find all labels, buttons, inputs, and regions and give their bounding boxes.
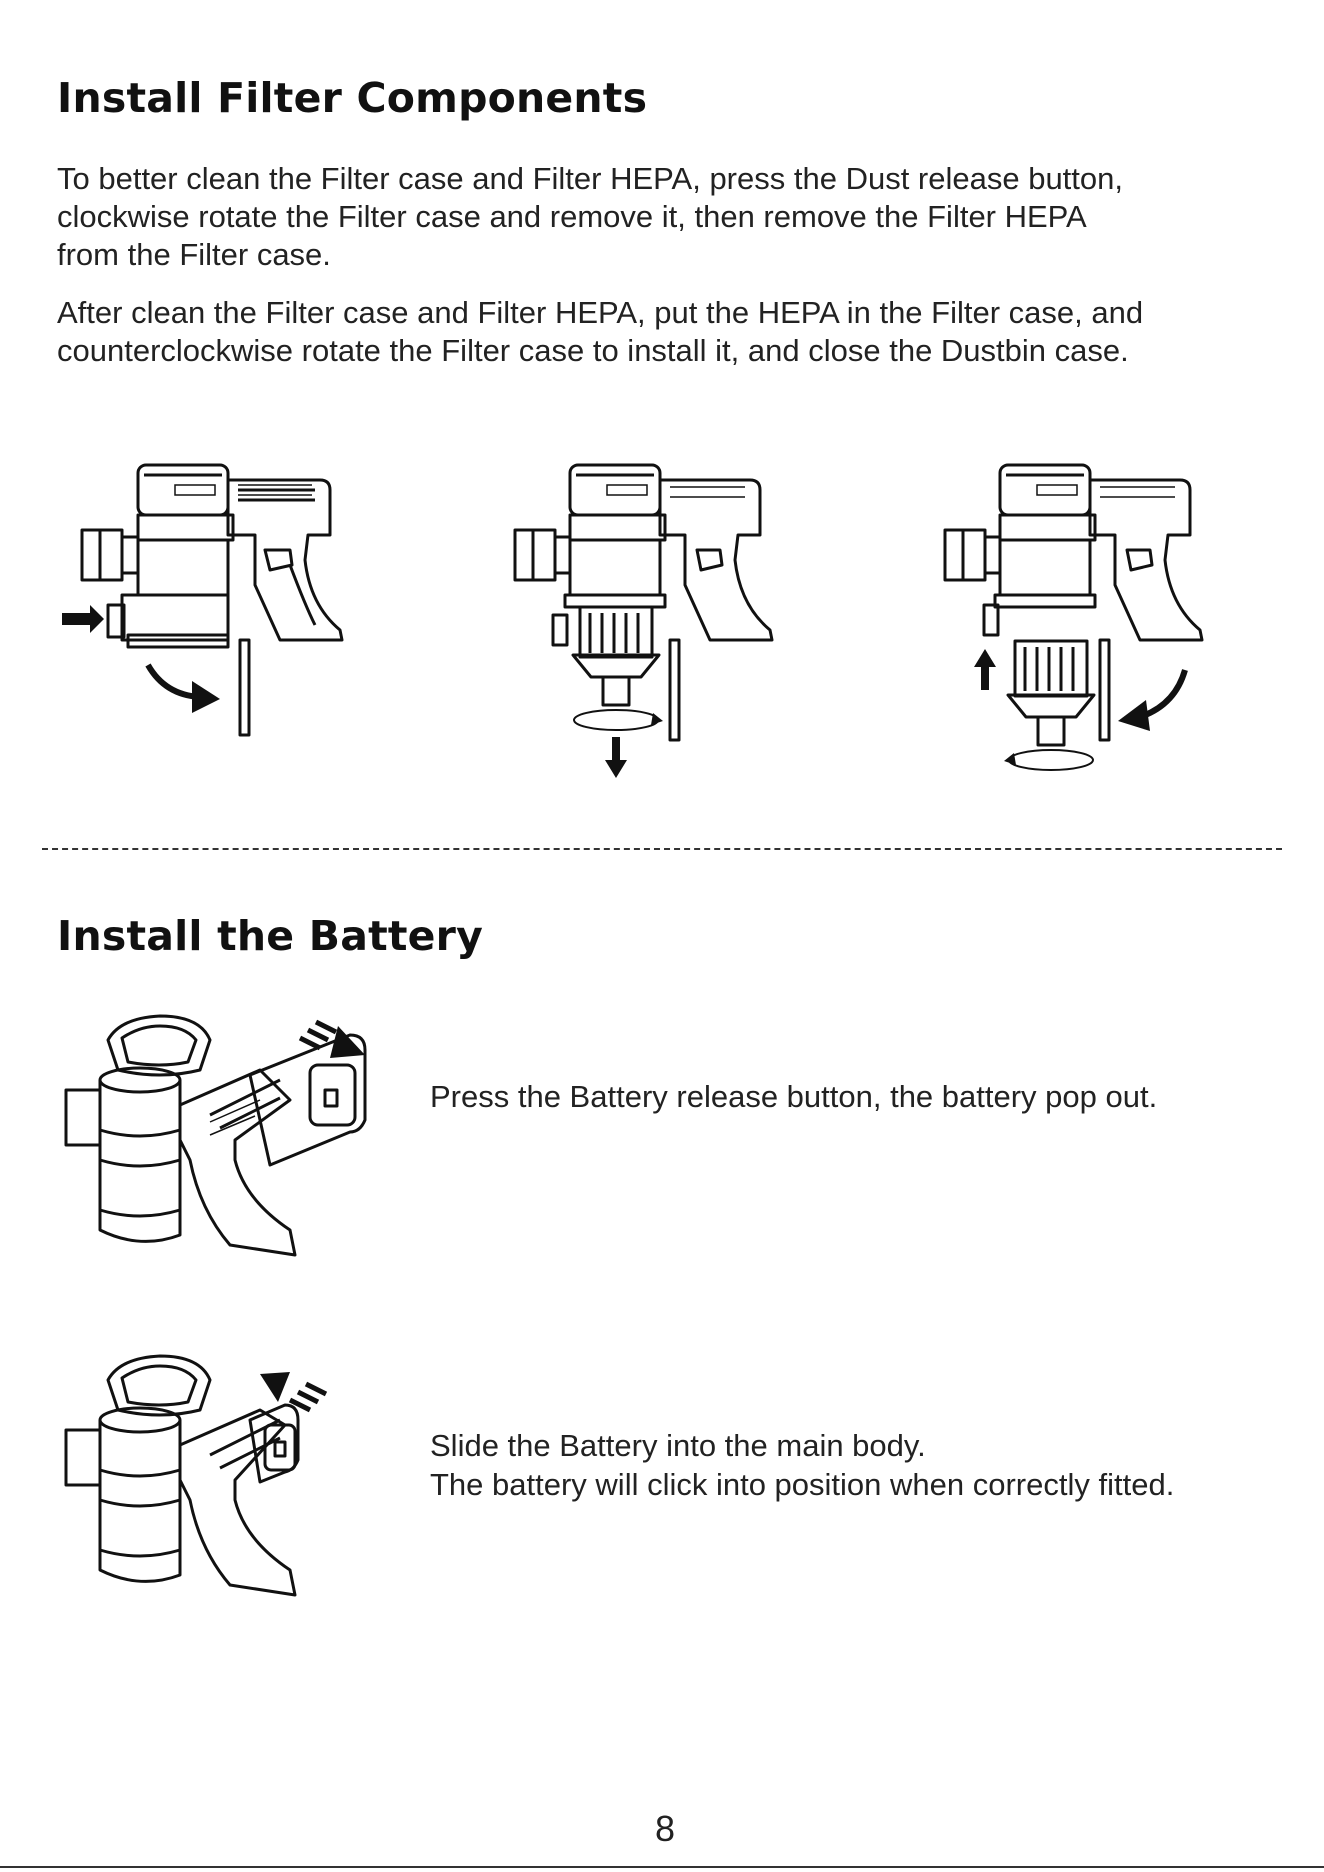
text-line: counterclockwise rotate the Filter case … [57, 333, 1129, 368]
rotate-ellipse-icon [573, 709, 663, 731]
filter-figure-3 [943, 463, 1204, 771]
arrow-right-icon [62, 605, 104, 633]
arrow-down-icon [605, 737, 627, 778]
page-number: 8 [654, 1808, 676, 1849]
section-title-filter: Install Filter Components [57, 74, 648, 122]
battery-figure-remove [64, 1014, 367, 1257]
text-line: After clean the Filter case and Filter H… [57, 295, 1144, 330]
rotate-counterclockwise-arrow-icon [1118, 669, 1188, 731]
slide-in-arrow-icon [260, 1372, 328, 1413]
filter-paragraph-2: After clean the Filter case and Filter H… [57, 294, 1287, 370]
rotate-clockwise-arrow-icon [145, 663, 220, 713]
battery-figure-install [64, 1354, 328, 1597]
text-line: The battery will click into position whe… [430, 1467, 1175, 1502]
rotate-ellipse-icon [1004, 749, 1094, 771]
arrow-up-icon [974, 649, 996, 690]
section-divider [42, 848, 1282, 850]
bottom-rule [0, 1866, 1324, 1868]
text-line: from the Filter case. [57, 237, 331, 272]
text-line: Slide the Battery into the main body. [430, 1428, 926, 1463]
filter-figure-2 [513, 463, 774, 778]
filter-paragraph-1: To better clean the Filter case and Filt… [57, 160, 1287, 274]
battery-step-2-text: Slide the Battery into the main body. Th… [430, 1426, 1174, 1504]
section-title-battery: Install the Battery [57, 912, 484, 960]
text-line: To better clean the Filter case and Filt… [57, 161, 1124, 196]
slide-out-arrow-icon [298, 1019, 365, 1058]
filter-figure-1 [62, 463, 344, 737]
text-line: Press the Battery release button, the ba… [430, 1079, 1158, 1114]
text-line: clockwise rotate the Filter case and rem… [57, 199, 1087, 234]
battery-step-1-text: Press the Battery release button, the ba… [430, 1077, 1157, 1116]
